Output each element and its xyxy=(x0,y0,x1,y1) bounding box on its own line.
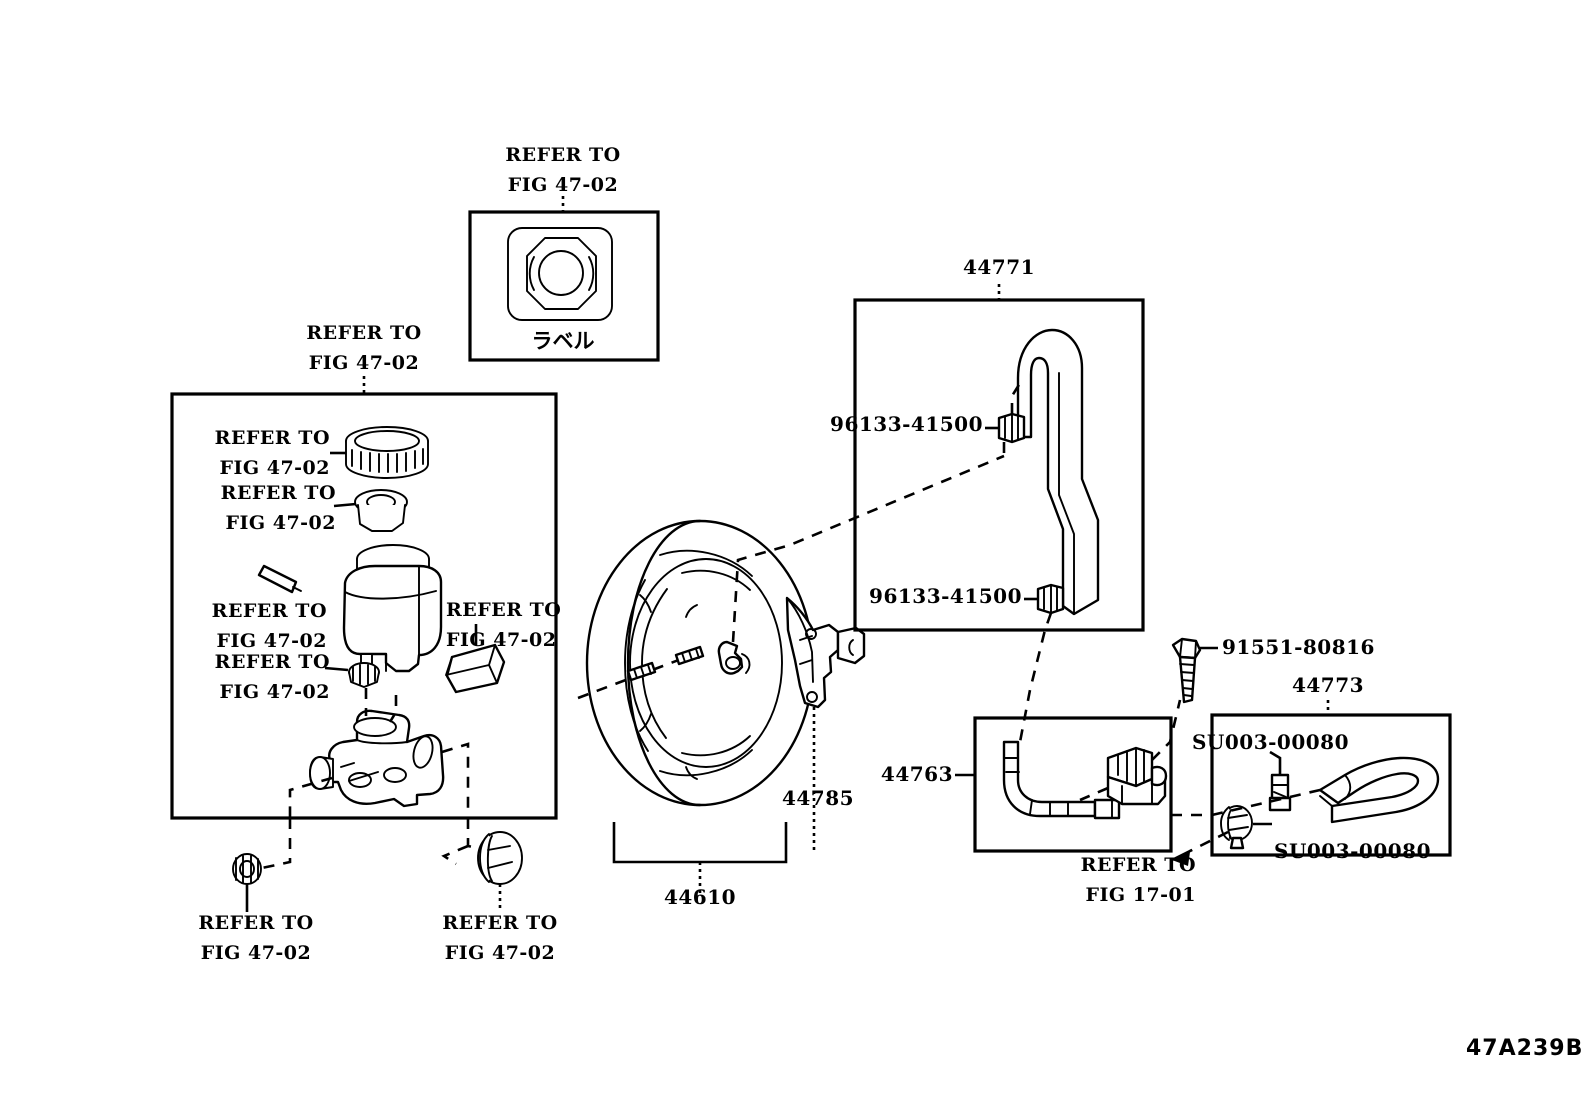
refer-label-box: REFER TO FIG 47-02 xyxy=(505,144,621,196)
part-number-44771: 44771 xyxy=(962,255,1036,279)
reservoir-grommet-art xyxy=(333,489,408,532)
refer-reservoir-strainer: REFER TO FIG 47-02 xyxy=(214,651,330,703)
part-number-44763: 44763 xyxy=(880,762,953,786)
refer-reservoir-tank: REFER TO FIG 47-02 xyxy=(211,600,327,652)
part-number-96133-41500-lower: 96133-41500 xyxy=(869,584,1022,608)
callout-nut-lower-left xyxy=(261,818,292,870)
clamp-su003-lower-art xyxy=(1220,805,1272,850)
reservoir-tank-art xyxy=(257,544,443,673)
reservoir-cap-art xyxy=(330,426,429,479)
part-number-96133-41500-upper: 96133-41500 xyxy=(830,412,983,436)
part-number-91551-80816: 91551-80816 xyxy=(1222,635,1375,659)
label-box-group xyxy=(468,196,660,362)
reservoir-strainer-art xyxy=(324,662,380,688)
seal-ring-part-art xyxy=(477,831,523,912)
master-cylinder-art xyxy=(309,709,445,808)
reservoir-spacer-art xyxy=(445,624,506,694)
hose-44763-box-group xyxy=(955,699,1182,853)
refer-nut-bottom-left: REFER TO FIG 47-02 xyxy=(198,912,314,964)
part-number-44785: 44785 xyxy=(781,786,855,810)
label-caption-japanese: ラベル xyxy=(531,329,595,353)
clamp-upper-art xyxy=(985,412,1026,444)
part-number-su003-00080-upper: SU003-00080 xyxy=(1191,730,1349,754)
part-number-su003-00080-lower: SU003-00080 xyxy=(1274,839,1432,863)
clamp-lower-art xyxy=(1024,583,1065,615)
vacuum-hose-box-group xyxy=(853,284,1145,743)
refer-reservoir-grommet: REFER TO FIG 47-02 xyxy=(220,482,336,534)
refer-seal-bottom-right: REFER TO FIG 47-02 xyxy=(442,912,558,964)
refer-reservoir-spacer: REFER TO FIG 47-02 xyxy=(446,599,562,651)
refer-fig-17-01: REFER TO FIG 17-01 xyxy=(1080,854,1196,906)
bolt-art xyxy=(1171,637,1218,704)
brake-booster-art xyxy=(577,454,1005,894)
hose-44773-box-group xyxy=(1171,700,1452,866)
nut-part-art xyxy=(232,853,262,912)
part-number-44610: 44610 xyxy=(663,885,737,909)
part-number-44773: 44773 xyxy=(1291,673,1365,697)
refer-reservoir-cap: REFER TO FIG 47-02 xyxy=(214,427,330,479)
diagram-code: 47A239B xyxy=(1466,1036,1584,1061)
refer-reservoir-box: REFER TO FIG 47-02 xyxy=(306,322,422,374)
reservoir-box-group xyxy=(170,376,558,820)
